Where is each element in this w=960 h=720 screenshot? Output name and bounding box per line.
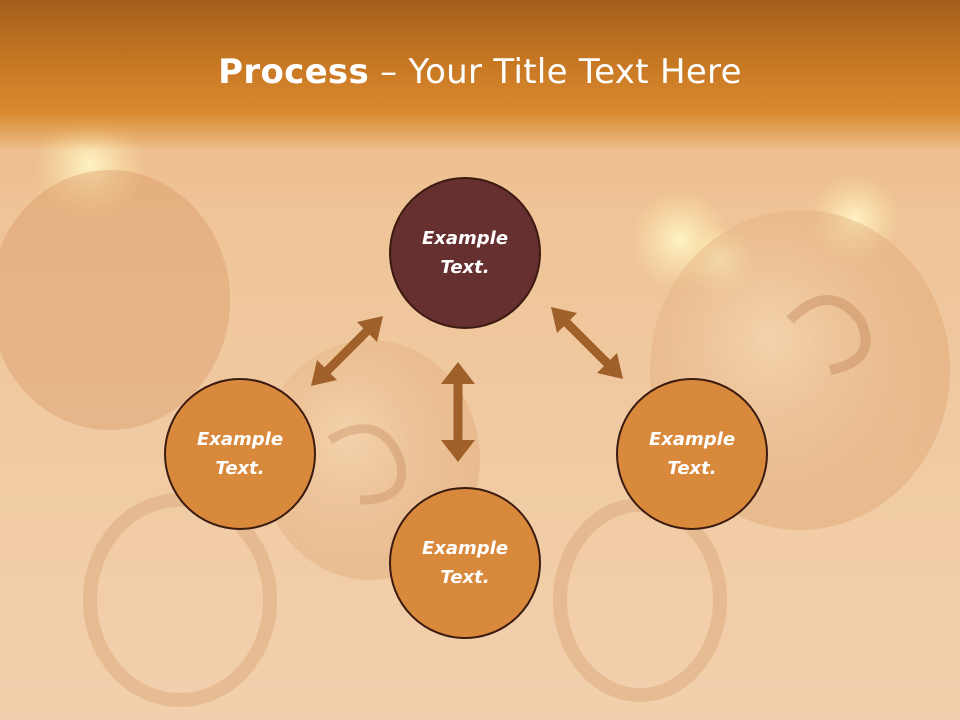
double-arrow-vertical-icon: [441, 362, 475, 462]
title-bar: [0, 0, 960, 150]
double-arrow-top-right-icon: [551, 307, 623, 379]
node-left-line2: Text.: [215, 458, 265, 479]
slide-title: Process – Your Title Text Here: [0, 52, 960, 92]
node-right-line2: Text.: [667, 458, 717, 479]
node-bottom-line2: Text.: [440, 567, 490, 588]
node-left-line1: Example: [196, 429, 284, 450]
node-right-line1: Example: [648, 429, 736, 450]
title-rest: – Your Title Text Here: [369, 52, 742, 92]
node-top-line1: Example: [421, 228, 509, 249]
node-top-line2: Text.: [440, 257, 490, 278]
double-arrow-top-left-icon: [311, 316, 383, 386]
title-bold: Process: [218, 52, 370, 92]
node-bottom-line1: Example: [421, 538, 509, 559]
